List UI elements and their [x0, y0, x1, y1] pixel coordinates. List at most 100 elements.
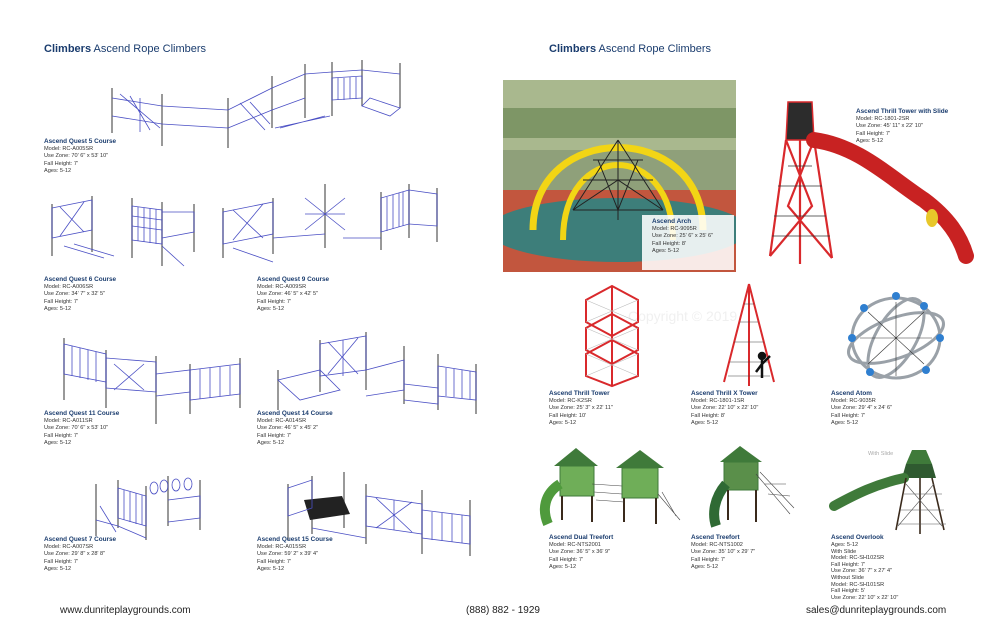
product-fall-height: Fall Height: 7'	[856, 130, 891, 137]
product-ages: Ages: 5-12	[257, 306, 285, 313]
without-slide-fall-height: Fall Height: 5'	[831, 588, 866, 595]
product-fall-height: Fall Height: 10'	[549, 412, 587, 419]
ascend-arch-photo	[503, 80, 736, 272]
product-model: Model: RC-9035R	[831, 398, 876, 404]
quest-6-course-caption: Ascend Quest 6 Course Model: RC-A006SR U…	[44, 276, 116, 314]
with-slide-use-zone: Use Zone: 36' 7" x 27' 4"	[831, 568, 893, 575]
ascend-overlook-image	[829, 450, 946, 534]
quest-5-course-image	[111, 60, 401, 148]
product-name: Ascend Overlook	[831, 534, 884, 541]
product-ages: Ages: 5-12	[44, 306, 72, 313]
with-slide-heading: With Slide	[831, 548, 857, 555]
product-name: Ascend Thrill Tower with Slide	[856, 108, 949, 115]
quest-15-course-image	[287, 472, 471, 556]
product-name: Ascend Quest 9 Course	[257, 276, 330, 283]
product-ages: Ages: 5-12	[44, 168, 72, 175]
quest-6-course-image	[51, 196, 195, 267]
title-rest: Ascend Rope Climbers	[596, 43, 712, 55]
product-ages: Ages: 5-12	[549, 564, 577, 571]
product-model: Model: RC-A009SR	[257, 284, 307, 290]
quest-11-course-caption: Ascend Quest 11 Course Model: RC-A011SR …	[44, 410, 119, 448]
ascend-treefort-caption: Ascend Treefort Model: RC-NTS1002 Use Zo…	[691, 534, 755, 572]
product-ages: Ages: 5-12	[691, 420, 719, 427]
quest-7-course-image	[95, 476, 201, 540]
without-slide-heading: Without Slide	[831, 574, 864, 581]
product-model: Model: RC-K2SR	[549, 398, 592, 404]
product-ages: Ages: 5-12	[257, 440, 285, 447]
quest-9-course-image	[222, 184, 438, 263]
footer-website[interactable]: www.dunriteplaygrounds.com	[60, 605, 191, 616]
product-ages: Ages: 5-12	[549, 420, 577, 427]
product-name: Ascend Thrill Tower	[549, 390, 610, 397]
thrill-x-tower-image	[723, 283, 775, 386]
product-name: Ascend Quest 6 Course	[44, 276, 117, 283]
product-ages: Ages: 5-12	[691, 564, 719, 571]
product-model: Model: RC-A015SR	[257, 544, 307, 550]
product-model: Model: RC-A005SR	[44, 146, 94, 152]
product-ages: Ages: 5-12	[831, 420, 859, 427]
product-fall-height: Fall Height: 7'	[257, 298, 292, 305]
product-use-zone: Use Zone: 25' 3" x 22' 11"	[549, 405, 613, 412]
dual-treefort-caption: Ascend Dual Treefort Model: RC-NTS2001 U…	[549, 534, 613, 572]
product-name: Ascend Quest 15 Course	[257, 536, 333, 543]
product-name: Ascend Dual Treefort	[549, 534, 614, 541]
product-fall-height: Fall Height: 7'	[44, 298, 79, 305]
product-name: Ascend Quest 5 Course	[44, 138, 117, 145]
product-use-zone: Use Zone: 70' 6" x 53' 10"	[44, 153, 109, 160]
product-ages: Ages: 5-12	[652, 248, 680, 255]
product-ages: Ages: 5-12	[831, 542, 859, 548]
overlook-image-label: With Slide	[868, 451, 894, 457]
product-model: Model: RC-A011SR	[44, 418, 93, 424]
quest-5-course-caption: Ascend Quest 5 Course Model: RC-A005SR U…	[44, 138, 116, 176]
product-use-zone: Use Zone: 59' 2" x 39' 4"	[257, 551, 319, 558]
product-name: Ascend Treefort	[691, 534, 740, 541]
product-name: Ascend Quest 14 Course	[257, 410, 333, 417]
quest-14-course-caption: Ascend Quest 14 Course Model: RC-A014SR …	[257, 410, 333, 448]
product-fall-height: Fall Height: 7'	[44, 160, 79, 167]
title-rest: Ascend Rope Climbers	[91, 43, 207, 55]
quest-7-course-caption: Ascend Quest 7 Course Model: RC-A007SR U…	[44, 536, 116, 574]
ascend-arch-caption-bg	[642, 215, 734, 270]
product-use-zone: Use Zone: 25' 6" x 25' 6"	[652, 233, 714, 240]
thrill-tower-with-slide-image	[768, 101, 974, 264]
footer-email[interactable]: sales@dunriteplaygrounds.com	[806, 605, 947, 616]
product-use-zone: Use Zone: 35' 10" x 29' 7"	[691, 549, 756, 556]
thrill-tower-caption: Ascend Thrill Tower Model: RC-K2SR Use Z…	[549, 390, 613, 428]
product-name: Ascend Quest 7 Course	[44, 536, 117, 543]
product-model: Model: RC-NTS1002	[691, 542, 743, 548]
product-use-zone: Use Zone: 46' 5" x 45' 2"	[257, 425, 319, 432]
product-ages: Ages: 5-12	[44, 440, 72, 447]
ascend-arch-caption: Ascend Arch Model: RC-9095R Use Zone: 25…	[652, 218, 713, 256]
ascend-atom-image	[847, 292, 945, 380]
title-bold: Climbers	[549, 43, 597, 55]
product-model: Model: RC-A006SR	[44, 284, 94, 290]
without-slide-use-zone: Use Zone: 22' 10" x 22' 10"	[831, 594, 899, 601]
product-fall-height: Fall Height: 7'	[257, 432, 292, 439]
ascend-arch-image	[503, 80, 736, 272]
with-slide-model: Model: RC-SH102SR	[831, 555, 885, 562]
ascend-treefort-image	[709, 446, 795, 528]
footer-phone: (888) 882 - 1929	[466, 605, 540, 616]
product-use-zone: Use Zone: 70' 6" x 53' 10"	[44, 425, 109, 432]
with-slide-fall-height: Fall Height: 7'	[831, 561, 866, 568]
product-ages: Ages: 5-12	[44, 566, 72, 573]
product-fall-height: Fall Height: 8'	[691, 412, 726, 419]
product-fall-height: Fall Height: 7'	[691, 556, 726, 563]
product-model: Model: RC-A014SR	[257, 418, 307, 424]
product-model: Model: RC-9095R	[652, 226, 697, 232]
product-fall-height: Fall Height: 7'	[44, 432, 79, 439]
watermark-text: Copyright © 2019	[628, 308, 738, 324]
product-use-zone: Use Zone: 29' 4" x 24' 6"	[831, 405, 893, 412]
product-use-zone: Use Zone: 45' 11" x 22' 10"	[856, 123, 923, 130]
product-model: Model: RC-NTS2001	[549, 542, 601, 548]
ascend-overlook-caption: Ascend Overlook Ages: 5-12 With Slide Mo…	[831, 534, 898, 601]
product-use-zone: Use Zone: 46' 5" x 42' 5"	[257, 291, 319, 298]
title-bold: Climbers	[44, 43, 92, 55]
product-name: Ascend Quest 11 Course	[44, 410, 120, 417]
product-use-zone: Use Zone: 34' 7" x 32' 5"	[44, 291, 106, 298]
dual-treefort-image	[539, 448, 681, 526]
product-use-zone: Use Zone: 22' 10" x 22' 10"	[691, 405, 759, 412]
product-name: Ascend Thrill X Tower	[691, 390, 758, 397]
product-use-zone: Use Zone: 36' 5" x 36' 9"	[549, 549, 611, 556]
product-fall-height: Fall Height: 7'	[44, 558, 79, 565]
